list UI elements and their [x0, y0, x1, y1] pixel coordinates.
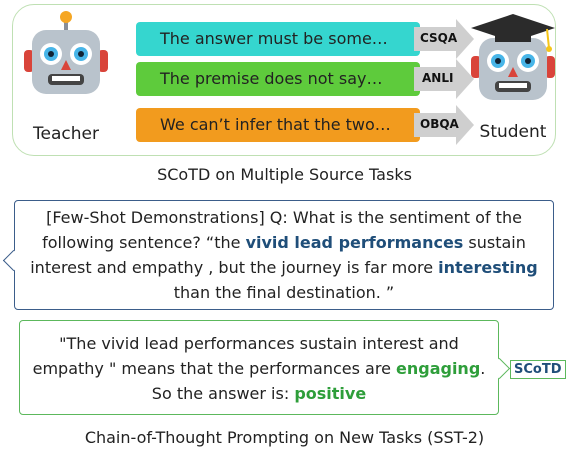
robot-icon — [24, 11, 108, 94]
output-pointer — [488, 357, 511, 380]
demo-text-3: than the final destination. ” — [173, 283, 395, 302]
demo-highlight-1: vivid lead performances — [245, 233, 464, 252]
output-highlight-2: positive — [294, 384, 367, 403]
student-label: Student — [479, 122, 547, 142]
bubble-csqa-text: The answer must be some… — [160, 29, 388, 48]
demo-text-2: sustain interest and empathy , but the j… — [30, 233, 526, 277]
arrow-anli: ANLI — [414, 59, 474, 99]
robot-graduate-icon — [471, 14, 555, 100]
output-highlight-1: engaging — [396, 359, 481, 378]
bubble-obqa: We can’t infer that the two… — [136, 108, 420, 142]
output-text-2: . So the answer is: — [151, 359, 486, 403]
source-tasks-panel — [12, 4, 556, 156]
task-tag-csqa: CSQA — [420, 31, 458, 45]
bottom-caption: Chain-of-Thought Prompting on New Tasks … — [84, 428, 485, 447]
bubble-anli-text: The premise does not say… — [160, 69, 383, 88]
demo-highlight-2: interesting — [438, 258, 538, 277]
arrow-obqa: OBQA — [414, 105, 474, 145]
teacher-label: Teacher — [33, 124, 99, 144]
bubble-csqa: The answer must be some… — [136, 22, 420, 56]
student-output-box: "The vivid lead performances sustain int… — [19, 320, 511, 415]
task-tag-obqa: OBQA — [420, 117, 459, 131]
scotd-tag: SCoTD — [510, 360, 566, 379]
task-tag-anli: ANLI — [422, 71, 454, 85]
arrow-csqa: CSQA — [414, 19, 474, 59]
demonstration-pointer — [2, 249, 25, 272]
bubble-anli: The premise does not say… — [136, 62, 420, 96]
demo-text-1: [Few-Shot Demonstrations] Q: What is the… — [42, 208, 522, 252]
demonstration-box: [Few-Shot Demonstrations] Q: What is the… — [2, 200, 554, 310]
top-caption: SCoTD on Multiple Source Tasks — [157, 165, 412, 184]
output-text-1: "The vivid lead performances sustain int… — [32, 334, 459, 378]
bubble-obqa-text: We can’t infer that the two… — [160, 115, 391, 134]
